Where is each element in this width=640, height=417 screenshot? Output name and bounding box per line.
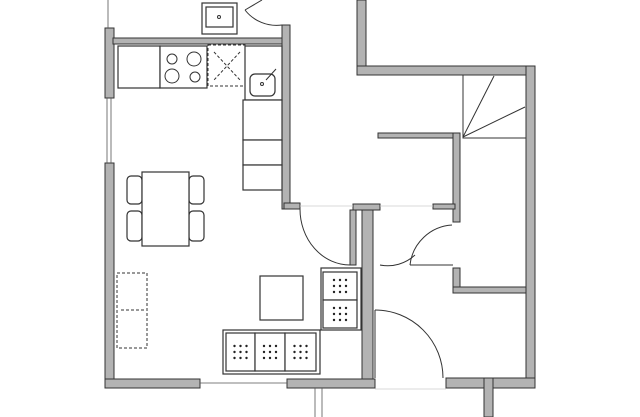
sofa-cushions xyxy=(225,271,358,372)
cushion-tuft xyxy=(245,356,248,360)
living-area xyxy=(116,267,362,375)
cushion-tuft xyxy=(305,350,308,354)
stairs xyxy=(462,74,527,139)
cushion-tuft xyxy=(268,344,272,348)
cushion-tuft xyxy=(299,344,302,348)
cushion-tuft xyxy=(239,356,242,360)
cushion-tuft xyxy=(332,306,336,310)
cushion-tuft xyxy=(239,350,242,354)
cushion-tuft xyxy=(299,356,302,360)
cushion-tuft xyxy=(344,318,348,322)
cushion-tuft xyxy=(262,356,266,360)
cushion-tuft xyxy=(239,344,242,348)
chair xyxy=(188,210,205,242)
cushion-tuft xyxy=(305,356,308,360)
cushion-tuft xyxy=(332,312,336,316)
cushion-tuft xyxy=(344,306,348,310)
cushion-tuft xyxy=(268,350,272,354)
cushion-tuft xyxy=(274,356,278,360)
cushion-tuft xyxy=(338,306,342,310)
cabinet xyxy=(242,164,283,191)
cushion-tuft xyxy=(245,344,248,348)
cushion-tuft xyxy=(344,284,348,288)
cushion-tuft xyxy=(233,344,236,348)
cushion-tuft xyxy=(332,290,336,294)
counter xyxy=(117,45,161,89)
walls xyxy=(104,0,536,417)
radiator xyxy=(116,272,148,349)
cushion-tuft xyxy=(332,284,336,288)
cushion-tuft xyxy=(338,318,342,322)
dining-table xyxy=(141,171,190,247)
cushion-tuft xyxy=(344,278,348,282)
coffee-table xyxy=(259,275,304,321)
door-swing xyxy=(244,0,283,26)
cushion-tuft xyxy=(299,350,302,354)
kitchen xyxy=(117,2,283,191)
cushion-tuft xyxy=(274,350,278,354)
cushion-tuft xyxy=(305,344,308,348)
door-swing xyxy=(299,208,351,266)
cushion-tuft xyxy=(338,290,342,294)
hob xyxy=(159,45,208,89)
cushion-tuft xyxy=(233,356,236,360)
dining-set xyxy=(126,171,205,247)
chair xyxy=(126,175,143,205)
cushion-tuft xyxy=(262,350,266,354)
cushion-tuft xyxy=(293,344,296,348)
cabinet xyxy=(242,99,283,141)
chair xyxy=(188,175,205,205)
cushion-tuft xyxy=(245,350,248,354)
cushion-tuft xyxy=(338,278,342,282)
windows xyxy=(106,0,446,417)
door-swing xyxy=(374,309,444,379)
door-swing xyxy=(379,254,416,267)
cushion-tuft xyxy=(338,312,342,316)
cushion-tuft xyxy=(268,356,272,360)
cushion-tuft xyxy=(293,356,296,360)
door-swing xyxy=(409,224,453,266)
cabinet xyxy=(242,139,283,166)
cushion-tuft xyxy=(344,312,348,316)
cushion-tuft xyxy=(344,290,348,294)
cushion-tuft xyxy=(338,284,342,288)
chair xyxy=(126,210,143,242)
cushion-tuft xyxy=(233,350,236,354)
doors xyxy=(244,0,453,379)
cushion-tuft xyxy=(332,278,336,282)
cushion-tuft xyxy=(332,318,336,322)
cushion-tuft xyxy=(293,350,296,354)
cushion-tuft xyxy=(262,344,266,348)
cushion-tuft xyxy=(274,344,278,348)
